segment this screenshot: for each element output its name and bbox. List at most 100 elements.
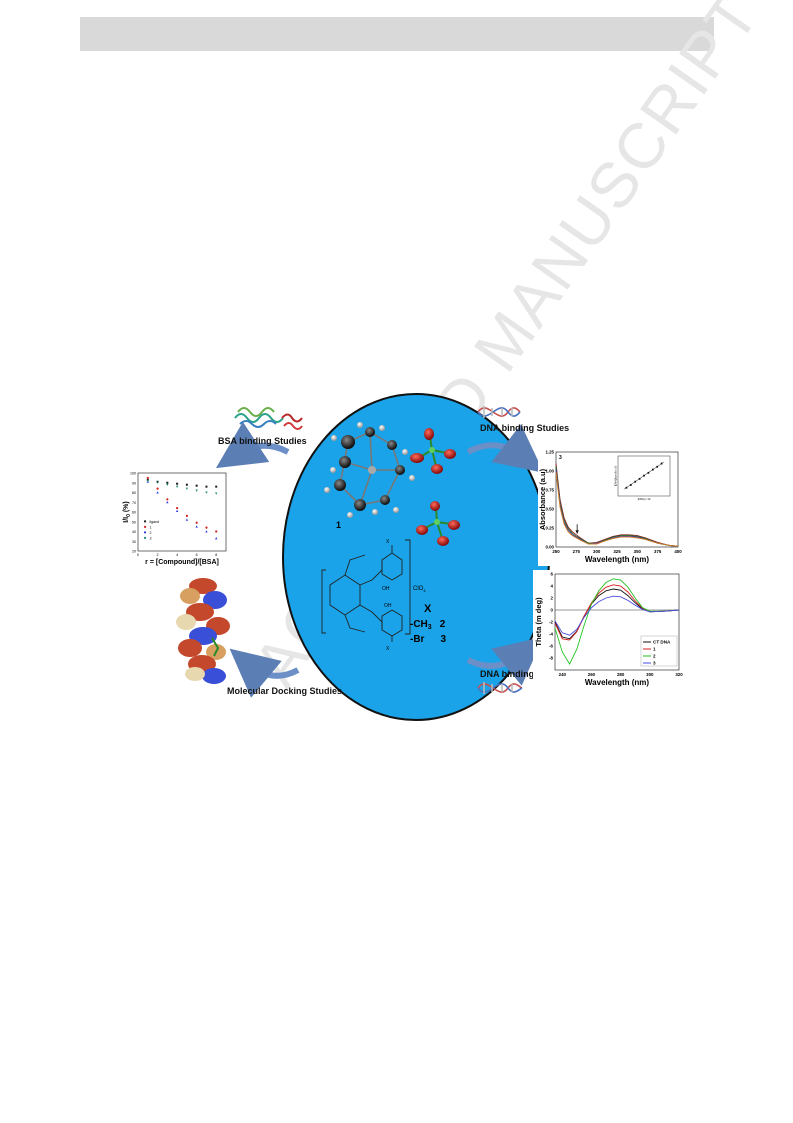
y-tick-label: 30 [132, 540, 136, 544]
oh-label-bottom: OH [384, 603, 392, 609]
legend-label: 2 [149, 531, 151, 535]
legend-marker [143, 520, 147, 523]
dna-binding-label-bottom: DNA binding Studies [480, 669, 570, 679]
crystal-structure [324, 422, 415, 518]
y-tick-label: 20 [132, 550, 136, 554]
x-label-top: X [386, 539, 390, 545]
x-tick-label: 280 [617, 672, 625, 677]
inset-point [651, 468, 654, 471]
x-tick-label: 250 [552, 549, 560, 554]
x-axis-label: r = [Compound]/[BSA] [145, 559, 219, 566]
y-tick-label: 0.75 [545, 488, 554, 493]
arrow-bsa [215, 421, 290, 469]
x-tick-label: 320 [675, 672, 683, 677]
legend-label: 1 [149, 525, 151, 529]
y-tick-label: 1.25 [545, 450, 554, 455]
data-point [215, 492, 218, 495]
y-tick-label: -8 [549, 656, 553, 661]
y-tick-label: 70 [132, 501, 136, 505]
data-point [166, 483, 169, 486]
y-tick-label: -6 [549, 644, 553, 649]
legend-marker [143, 531, 147, 534]
y-axis-label: Theta (m deg) [534, 597, 543, 647]
x-tick-label: 400 [674, 549, 682, 554]
dna-helix-icon-top [477, 406, 521, 418]
arrow-dna-top [466, 424, 544, 473]
data-point [195, 521, 198, 524]
data-point [185, 514, 188, 517]
data-point [176, 507, 179, 510]
inset-point [634, 480, 637, 483]
data-point [215, 530, 218, 533]
legend-marker [143, 536, 147, 539]
data-point [205, 526, 208, 529]
data-point [166, 481, 169, 484]
perchlorate-anion-1 [410, 428, 456, 474]
y-tick-label: -4 [549, 632, 553, 637]
y-tick-label: 0.25 [545, 526, 554, 531]
x-tick-label: 375 [654, 549, 662, 554]
inset-point [629, 483, 632, 486]
inset-point [656, 465, 659, 468]
x-axis-label: Wavelength (nm) [585, 678, 649, 687]
x-tick-label: 350 [634, 549, 642, 554]
legend-label: ligand [149, 520, 159, 524]
data-point [195, 484, 198, 487]
data-point [156, 481, 159, 485]
y-axis-label: Absorbance (a.u) [538, 468, 547, 530]
y-tick-label: 80 [132, 491, 136, 495]
legend-label: 1 [653, 647, 656, 652]
x-tick-label: 6 [196, 553, 198, 557]
series-line [555, 472, 679, 547]
data-point [166, 500, 169, 504]
x-tick-label: 4 [176, 553, 178, 557]
series-line [554, 584, 680, 641]
trend-arrow-head [575, 530, 579, 535]
data-point [146, 479, 149, 483]
perchlorate-anion-2 [416, 501, 460, 546]
data-point [185, 518, 189, 521]
y-tick-label: 90 [132, 481, 136, 485]
y-tick-label: 0.00 [545, 545, 554, 550]
data-point [175, 485, 179, 488]
x-tick-label: 260 [588, 672, 596, 677]
counter-ion-label: ClO4 [413, 586, 426, 593]
x-tick-label: 2 [157, 553, 159, 557]
data-point [195, 525, 198, 528]
series-line [555, 463, 679, 547]
inset-point [643, 474, 645, 477]
docking-label: Molecular Docking Studies [227, 686, 343, 696]
compound-1-label: 1 [336, 520, 341, 530]
x-label-bottom: X [386, 646, 390, 652]
y-tick-label: 6 [551, 572, 554, 577]
data-point [215, 485, 218, 488]
x-tick-label: 8 [215, 553, 217, 557]
data-point [195, 489, 198, 492]
series-line [554, 578, 680, 665]
data-point [205, 485, 208, 488]
dna-binding-label-top: DNA binding Studies [480, 423, 570, 433]
y-tick-label: 60 [132, 511, 136, 515]
legend-label: CT DNA [653, 640, 671, 645]
data-point [205, 491, 208, 494]
inset-point [625, 486, 628, 489]
inset-point [647, 471, 650, 474]
x-axis-label: Wavelength (nm) [585, 555, 649, 564]
legend-box [640, 635, 678, 667]
data-point [166, 498, 169, 501]
arrow-docking [229, 648, 300, 698]
data-point [156, 487, 159, 490]
y-tick-label: 40 [132, 530, 136, 534]
x-tick-label: 275 [573, 549, 581, 554]
dna-helix-icon-bottom [477, 682, 523, 694]
y-tick-label: 1.00 [545, 469, 554, 474]
x-tick-label: 240 [559, 672, 567, 677]
y-tick-label: 100 [130, 472, 136, 476]
y-axis-label: I/I0 (%) [123, 501, 132, 522]
oh-label-top: OH [382, 586, 390, 592]
x-tick-label: 325 [613, 549, 621, 554]
